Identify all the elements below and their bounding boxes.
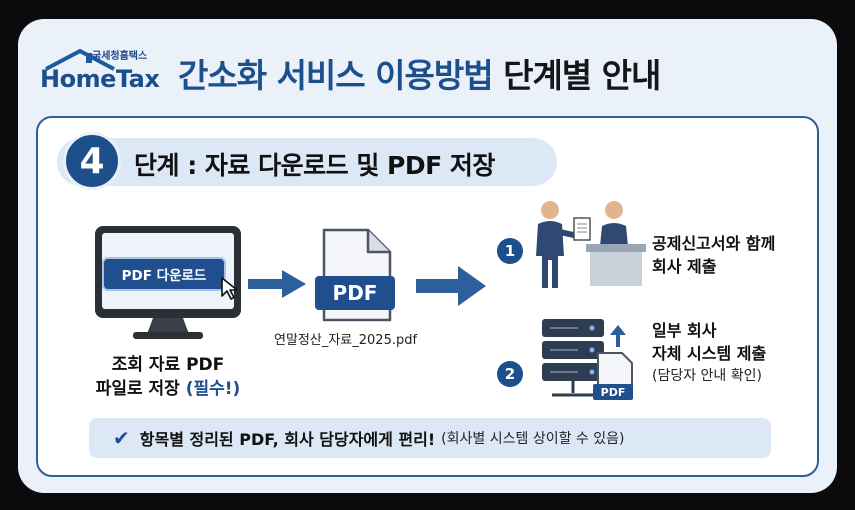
option-2-line2: 자체 시스템 제출 bbox=[652, 344, 767, 363]
caption-line2-text: 파일로 저장 bbox=[95, 379, 186, 399]
logo-wordmark: HomeTax bbox=[40, 65, 160, 93]
page-title: 간소화 서비스 이용방법 단계별 안내 bbox=[178, 49, 661, 97]
pdf-badge: PDF bbox=[315, 276, 395, 310]
hometax-logo: 국세청홈택스 HomeTax bbox=[40, 45, 170, 101]
tip-bar: ✔ 항목별 정리된 PDF, 회사 담당자에게 편리! (회사별 시스템 상이할… bbox=[89, 418, 771, 458]
option-number-1: 1 bbox=[497, 238, 523, 264]
step-panel: 4 단계 : 자료 다운로드 및 PDF 저장 PDF 다운로드 조회 자료 P… bbox=[36, 116, 819, 477]
option-2-text: 일부 회사 자체 시스템 제출 (담당자 안내 확인) bbox=[652, 319, 766, 388]
title-highlight: 간소화 서비스 이용방법 bbox=[178, 56, 494, 95]
option-2-line1: 일부 회사 bbox=[652, 321, 717, 340]
logo-subtext: 국세청홈택스 bbox=[92, 51, 148, 62]
step-title: 단계 : 자료 다운로드 및 PDF 저장 bbox=[134, 151, 495, 180]
tip-main-text: 항목별 정리된 PDF, 회사 담당자에게 편리! bbox=[139, 430, 436, 449]
tip-note-text: (회사별 시스템 상이할 수 있음) bbox=[441, 431, 625, 447]
required-label: (필수!) bbox=[185, 379, 241, 399]
cursor-icon bbox=[221, 277, 238, 300]
arrow-right-icon bbox=[248, 270, 306, 298]
pdf-download-button: PDF 다운로드 bbox=[102, 257, 226, 291]
guide-card: 국세청홈택스 HomeTax 간소화 서비스 이용방법 단계별 안내 4 단계 … bbox=[18, 19, 837, 493]
option-number-2: 2 bbox=[497, 361, 523, 387]
option-1-text: 공제신고서와 함께 회사 제출 bbox=[652, 232, 775, 278]
option-1-line1: 공제신고서와 함께 bbox=[652, 234, 776, 253]
caption-line1: 조회 자료 PDF bbox=[111, 355, 225, 375]
download-caption: 조회 자료 PDF 파일로 저장 (필수!) bbox=[78, 353, 258, 401]
caption-line2: 파일로 저장 (필수!) bbox=[78, 377, 258, 401]
house-roof-icon bbox=[45, 49, 115, 71]
arrow-right-large-icon bbox=[416, 266, 486, 306]
submit-to-company-icon bbox=[536, 201, 646, 288]
option-1-line2: 회사 제출 bbox=[652, 257, 717, 276]
server-pdf-badge: PDF bbox=[593, 384, 633, 400]
file-name: 연말정산_자료_2025.pdf bbox=[274, 333, 418, 348]
title-rest: 단계별 안내 bbox=[503, 56, 661, 95]
option-2-note: (담당자 안내 확인) bbox=[652, 368, 762, 384]
step-header-pill bbox=[57, 138, 557, 186]
step-number-badge: 4 bbox=[63, 132, 121, 190]
checkmark-icon: ✔ bbox=[113, 426, 130, 450]
